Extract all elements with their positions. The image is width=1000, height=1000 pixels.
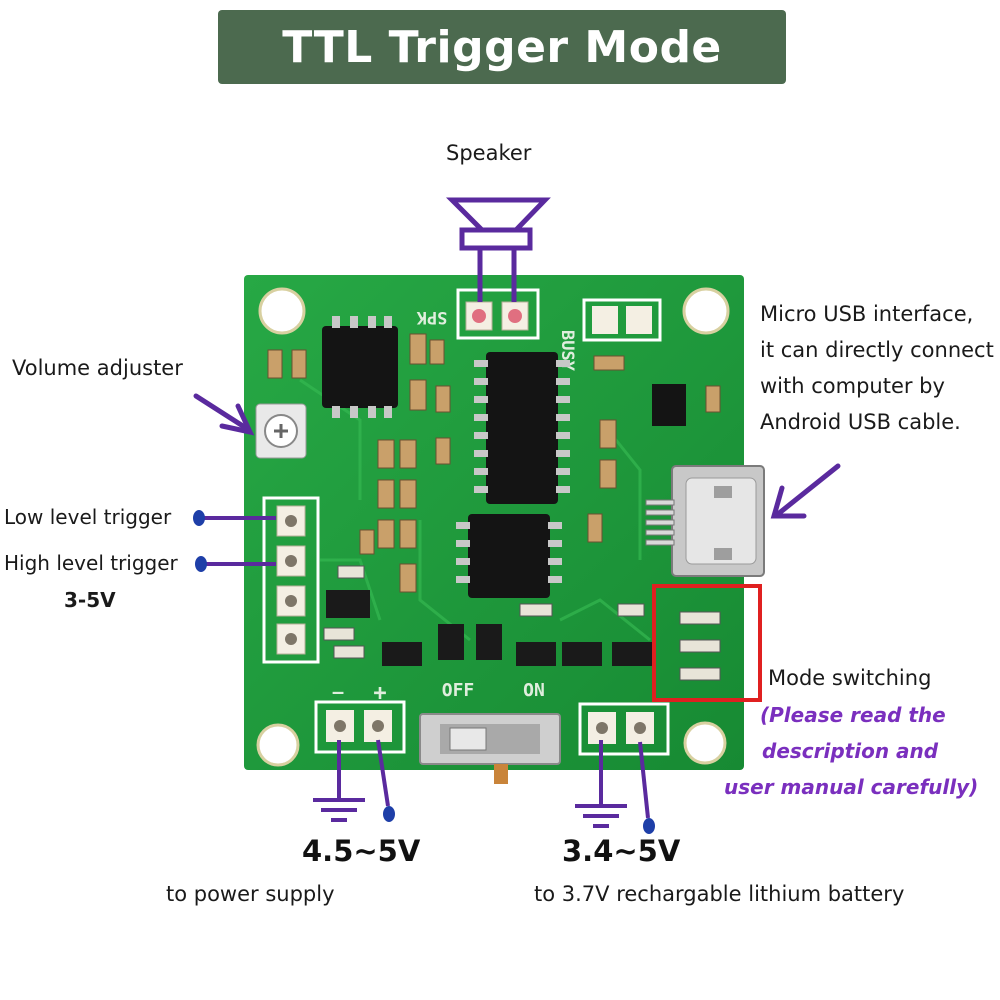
pcb-board: SPK BUSY	[244, 275, 765, 784]
high-trigger-line	[195, 556, 276, 572]
volume-potentiometer	[255, 403, 307, 459]
mount-hole-top-right	[682, 287, 730, 335]
power-voltage-label: 4.5~5V	[302, 834, 421, 868]
mode-resistor-2	[679, 639, 721, 653]
mode-switching-highlight	[652, 584, 762, 702]
on-silkscreen: ON	[523, 680, 545, 701]
note-line2: description and	[762, 739, 939, 763]
power-positive-wire	[376, 739, 395, 822]
off-silkscreen: OFF	[442, 680, 475, 701]
mode-resistor-3	[679, 667, 721, 681]
mode-switching-label: Mode switching	[768, 666, 932, 690]
high-trigger-label: High level trigger	[4, 551, 178, 575]
mount-hole-bottom-right	[683, 721, 727, 765]
speaker-label: Speaker	[446, 141, 532, 165]
battery-description-label: to 3.7V rechargable lithium battery	[534, 882, 905, 906]
usb-arrow	[770, 463, 841, 519]
low-trigger-label: Low level trigger	[4, 505, 172, 529]
micro-usb-port	[645, 465, 765, 577]
trigger-voltage-label: 3-5V	[64, 588, 116, 612]
page-title: TTL Trigger Mode	[282, 21, 722, 73]
speaker-symbol	[445, 197, 551, 302]
plus-silkscreen: +	[373, 681, 386, 706]
usb-label-line1: Micro USB interface,	[760, 302, 974, 326]
volume-arrow	[193, 393, 255, 436]
usb-label-line2: it can directly connect	[760, 338, 994, 362]
power-slide-switch	[419, 713, 561, 784]
power-description-label: to power supply	[166, 882, 335, 906]
mount-hole-bottom-left	[256, 723, 300, 767]
trigger-header-outline	[262, 496, 320, 664]
low-trigger-line	[193, 510, 276, 526]
minus-silkscreen: —	[333, 682, 344, 703]
battery-ground-symbol	[575, 740, 627, 828]
title-banner: TTL Trigger Mode	[218, 10, 786, 84]
power-ground-symbol	[313, 740, 365, 822]
note-line3: user manual carefully)	[724, 775, 979, 799]
spk-silkscreen: SPK	[416, 307, 447, 327]
battery-positive-wire	[638, 741, 655, 834]
usb-label-line3: with computer by	[760, 374, 945, 398]
note-line1: (Please read the	[760, 703, 946, 727]
battery-voltage-label: 3.4~5V	[562, 834, 681, 868]
mode-resistor-1	[679, 611, 721, 625]
mount-hole-top-left	[258, 287, 306, 335]
usb-label-line4: Android USB cable.	[760, 410, 961, 434]
volume-adjuster-label: Volume adjuster	[12, 356, 183, 380]
